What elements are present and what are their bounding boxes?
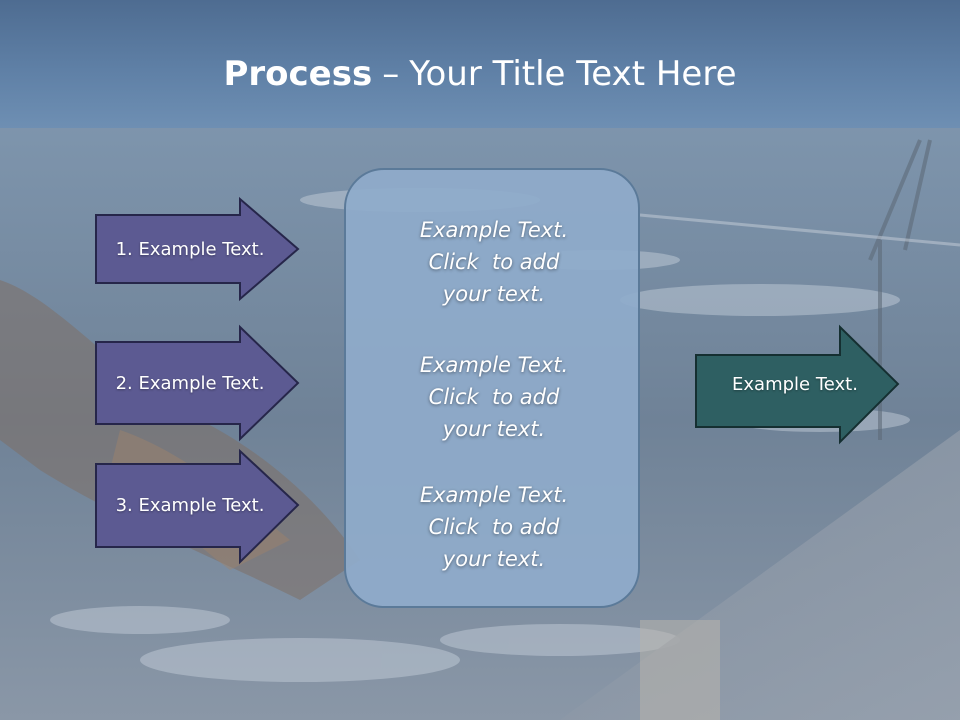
process-arrow-3-label: 3. Example Text. xyxy=(115,494,265,516)
process-arrow-1-label: 1. Example Text. xyxy=(115,238,265,260)
process-arrow-1[interactable]: 1. Example Text. xyxy=(95,196,300,302)
center-paragraph-2-line3: your text. xyxy=(442,417,546,441)
title-rest: Your Title Text Here xyxy=(409,54,737,94)
center-paragraph-3-line2: Click to add xyxy=(428,515,560,539)
center-paragraph-2-line1: Example Text. xyxy=(419,353,569,377)
slide-title[interactable]: Process–Your Title Text Here xyxy=(0,52,960,96)
title-bold: Process xyxy=(223,54,373,94)
center-paragraph-2-line2: Click to add xyxy=(428,385,560,409)
arrow-shape xyxy=(695,324,900,445)
title-separator: – xyxy=(382,54,400,94)
center-paragraph-1-line2: Click to add xyxy=(428,250,560,274)
center-paragraph-3-line1: Example Text. xyxy=(419,483,569,507)
arrow-shape xyxy=(95,448,300,565)
center-paragraph-1-line1: Example Text. xyxy=(419,218,569,242)
center-paragraph-3-line3: your text. xyxy=(442,547,546,571)
title-band xyxy=(0,0,960,128)
result-arrow[interactable]: Example Text. xyxy=(695,324,900,445)
process-arrow-2[interactable]: 2. Example Text. xyxy=(95,324,300,442)
center-paragraph-3[interactable]: Example Text. Click to add your text. xyxy=(346,479,642,575)
arrow-shape xyxy=(95,324,300,442)
process-arrow-2-label: 2. Example Text. xyxy=(115,372,265,394)
result-arrow-label: Example Text. xyxy=(732,373,858,395)
center-content-box[interactable]: Example Text. Click to add your text. Ex… xyxy=(344,168,640,608)
center-paragraph-1[interactable]: Example Text. Click to add your text. xyxy=(346,214,642,310)
center-paragraph-1-line3: your text. xyxy=(442,282,546,306)
arrow-shape xyxy=(95,196,300,302)
center-paragraph-2[interactable]: Example Text. Click to add your text. xyxy=(346,349,642,445)
process-arrow-3[interactable]: 3. Example Text. xyxy=(95,448,300,565)
